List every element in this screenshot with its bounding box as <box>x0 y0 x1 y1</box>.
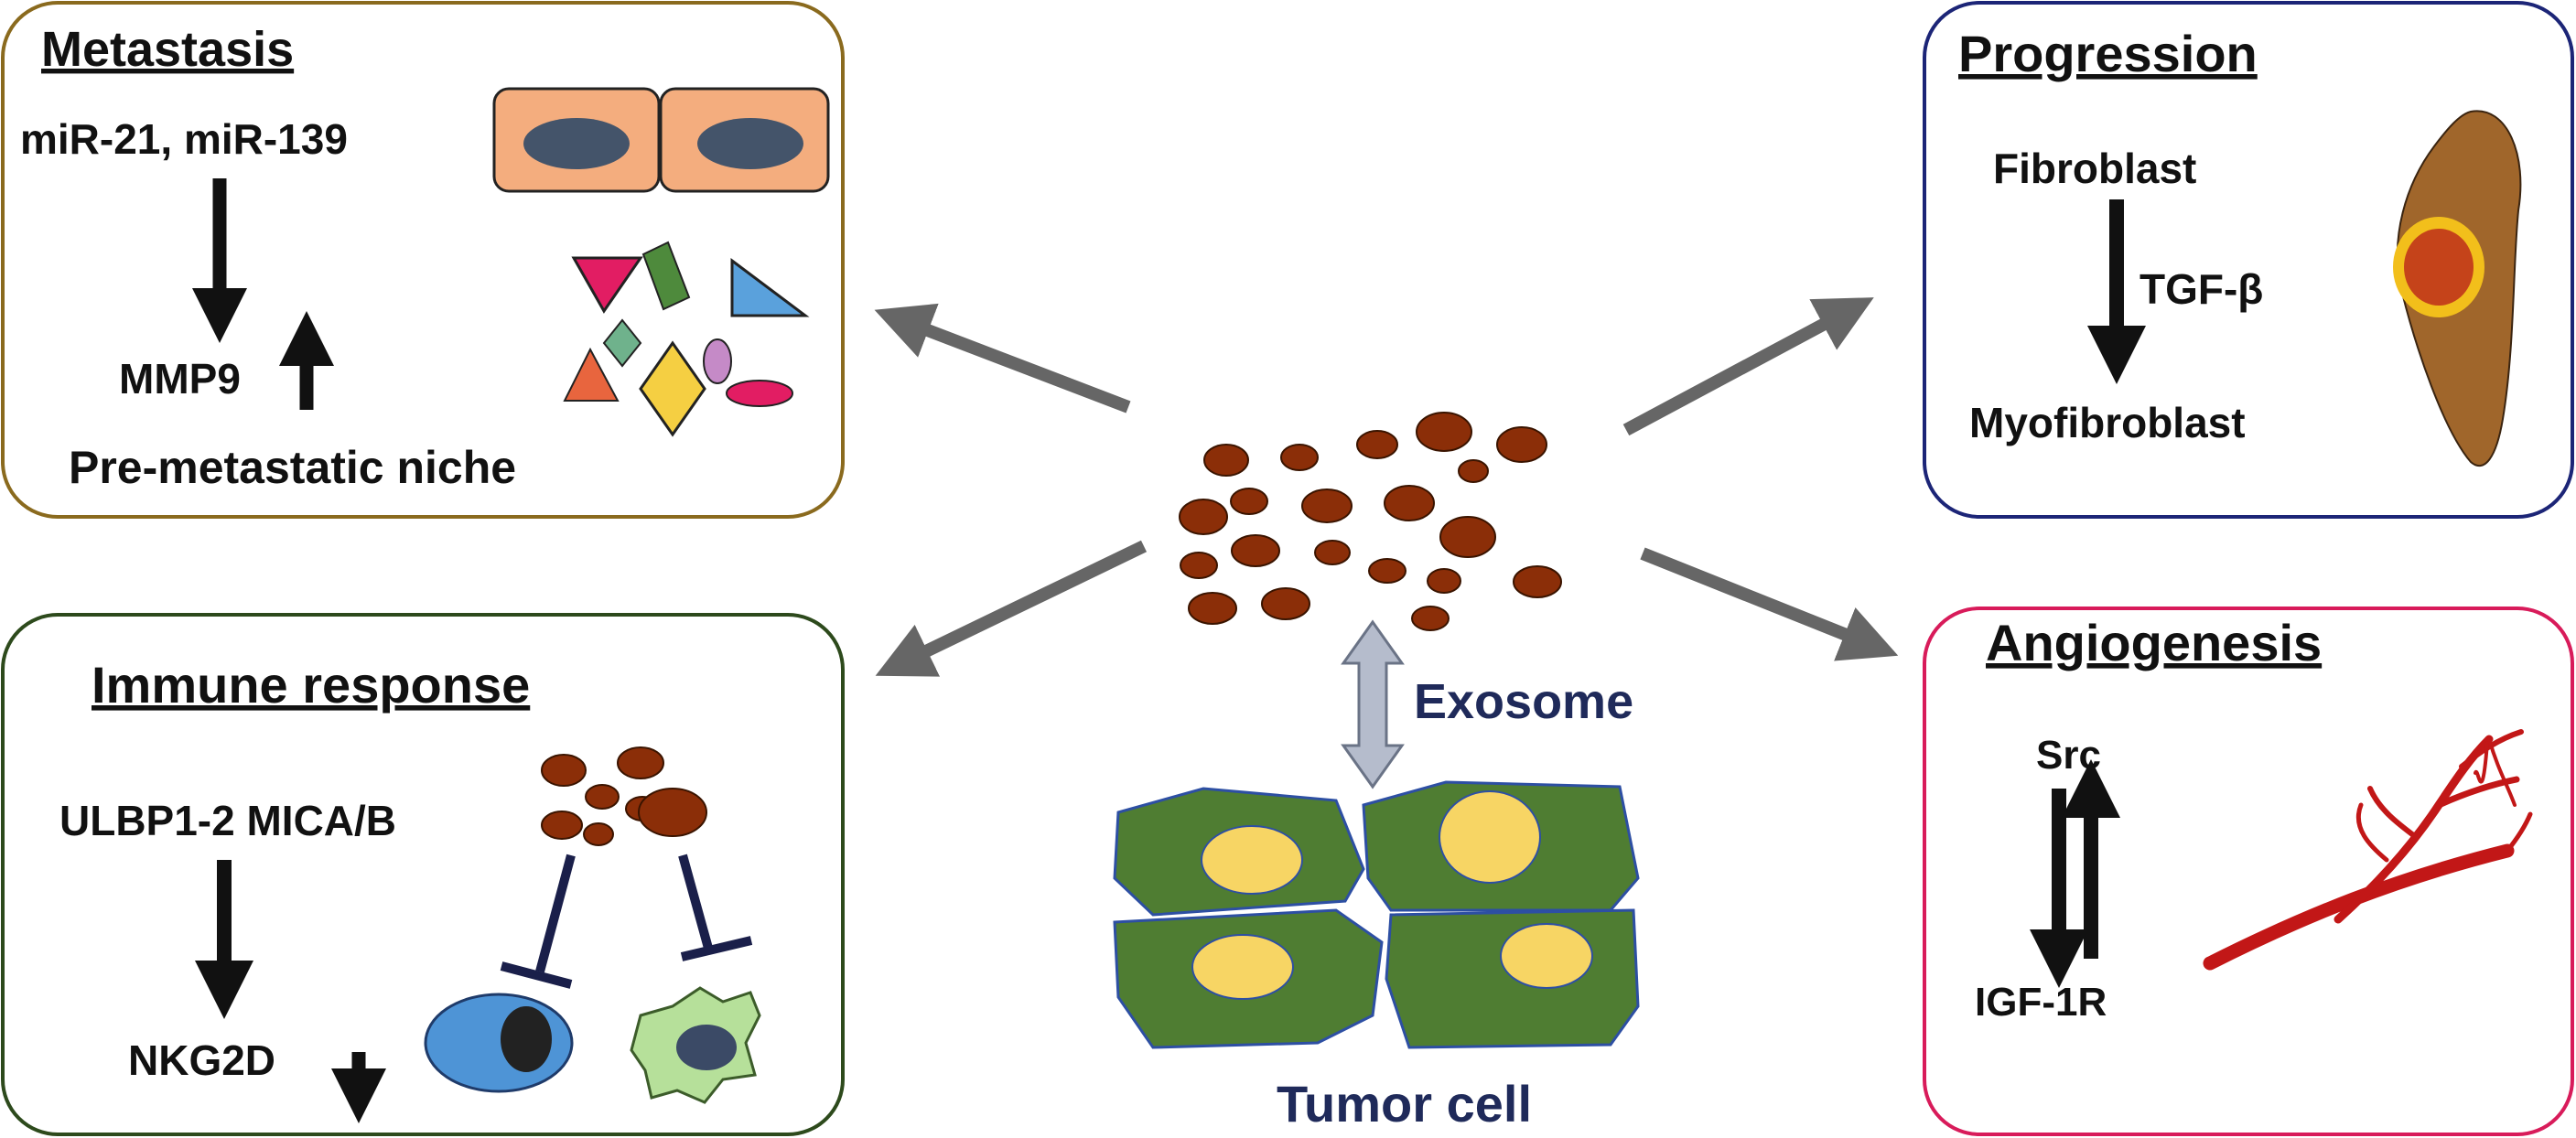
myofibroblast-cell-icon <box>2393 110 2522 467</box>
nkg2d-label: NKG2D <box>128 1036 275 1084</box>
arrow-to-immune-response <box>875 540 1148 677</box>
niche-molecules-icon <box>563 241 810 437</box>
tumor-cell-label: Tumor cell <box>1277 1075 1532 1133</box>
center-exosome-cluster-icon <box>1179 412 1562 631</box>
exosome-release-arrow <box>1341 619 1405 789</box>
endothelial-cells-icon <box>492 87 830 193</box>
immune-response-panel: Immune response ULBP1-2 MICA/B NKG2D <box>1 613 845 1136</box>
pre-metastatic-niche-label: Pre-metastatic niche <box>69 442 516 493</box>
mmp9-label: MMP9 <box>119 355 241 403</box>
progression-title: Progression <box>1958 25 2258 82</box>
outgoing-arrows <box>874 297 1899 677</box>
arrow-to-angiogenesis <box>1640 547 1899 661</box>
metastasis-panel: Metastasis miR-21, miR-139 MMP9 Pre-meta… <box>1 1 845 519</box>
fibroblast-label: Fibroblast <box>1993 145 2196 192</box>
angiogenesis-title: Angiogenesis <box>1986 614 2322 671</box>
immune-response-title: Immune response <box>92 656 530 714</box>
progression-panel: Progression Fibroblast TGF-β Myofibrobla… <box>1923 1 2574 519</box>
ulbp-mica-label: ULBP1-2 MICA/B <box>59 797 396 844</box>
nk-cell-icon <box>424 993 574 1093</box>
exosome-label: Exosome <box>1414 674 1633 729</box>
arrow-to-metastasis <box>874 303 1131 413</box>
arrow-to-progression <box>1622 297 1874 436</box>
angiogenesis-panel: Angiogenesis Src IGF-1R <box>1923 607 2574 1136</box>
myofibroblast-label: Myofibroblast <box>1969 399 2246 446</box>
blood-vessel-icon <box>2203 729 2533 971</box>
metastasis-panel-frame <box>1 1 845 519</box>
immune-exosome-cluster-icon <box>541 746 707 846</box>
immune-cell-icon <box>630 986 761 1104</box>
igf1r-label: IGF-1R <box>1975 980 2107 1025</box>
metastasis-title: Metastasis <box>41 22 294 77</box>
angiogenesis-panel-frame <box>1923 607 2574 1136</box>
src-label: Src <box>2036 733 2101 778</box>
inhibition-lines-icon <box>500 854 753 989</box>
metastasis-mirna-label: miR-21, miR-139 <box>20 115 348 163</box>
tgf-beta-label: TGF-β <box>2139 265 2263 313</box>
tumor-cells-icon <box>1113 780 1640 1049</box>
progression-panel-frame <box>1923 1 2574 519</box>
